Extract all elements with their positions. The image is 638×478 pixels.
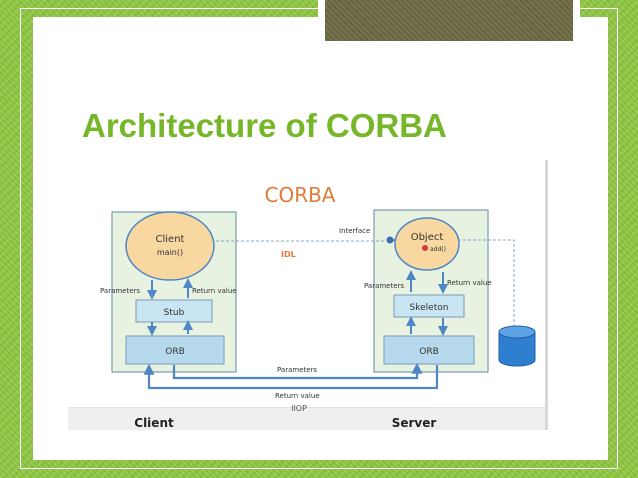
bus-return-line — [143, 363, 439, 390]
client-return-label: Return value — [192, 287, 237, 295]
stub-box — [135, 299, 213, 323]
server-orb-box — [383, 335, 475, 365]
slide-title: Architecture of CORBA — [82, 107, 447, 144]
diagram-svg: CORBA Client main() Parameters Return va… — [100, 183, 536, 430]
client-footer-label: Client — [134, 416, 174, 430]
interface-dot-icon — [386, 236, 394, 244]
server-footer-label: Server — [392, 416, 437, 430]
client-orb-label: ORB — [165, 347, 185, 357]
corba-diagram: CORBA Client main() Parameters Return va… — [68, 160, 548, 430]
client-params-label: Parameters — [100, 287, 140, 295]
diagram-footer-strip — [68, 407, 548, 430]
server-orb-label: ORB — [419, 347, 439, 357]
server-node-sub: add() — [430, 246, 446, 253]
diagram-heading: CORBA — [264, 183, 335, 207]
database-icon — [498, 325, 536, 367]
bus-params-line — [172, 362, 423, 380]
server-return-label: Return value — [447, 279, 492, 287]
server-object-node — [394, 217, 460, 271]
stub-label: Stub — [164, 308, 185, 318]
decorative-header-box — [318, 0, 580, 47]
interface-label: Interface — [339, 227, 370, 235]
skeleton-label: Skeleton — [410, 303, 449, 313]
diagram-scroll-edge — [545, 160, 548, 430]
client-node-title: Client — [156, 234, 185, 245]
bus-params-label: Parameters — [277, 366, 317, 374]
bus-return-label: Return value — [275, 392, 320, 400]
idl-label: IDL — [281, 250, 296, 259]
iiop-label: IIOP — [291, 404, 307, 413]
client-node — [125, 211, 215, 281]
server-params-label: Parameters — [364, 282, 404, 290]
skeleton-box — [393, 294, 465, 318]
client-orb-box — [125, 335, 225, 365]
client-node-sub: main() — [157, 248, 183, 257]
decorative-header-fill — [325, 0, 573, 41]
object-method-dot-icon — [422, 245, 428, 251]
server-node-title: Object — [411, 232, 444, 243]
db-dashed-connector — [458, 239, 515, 326]
